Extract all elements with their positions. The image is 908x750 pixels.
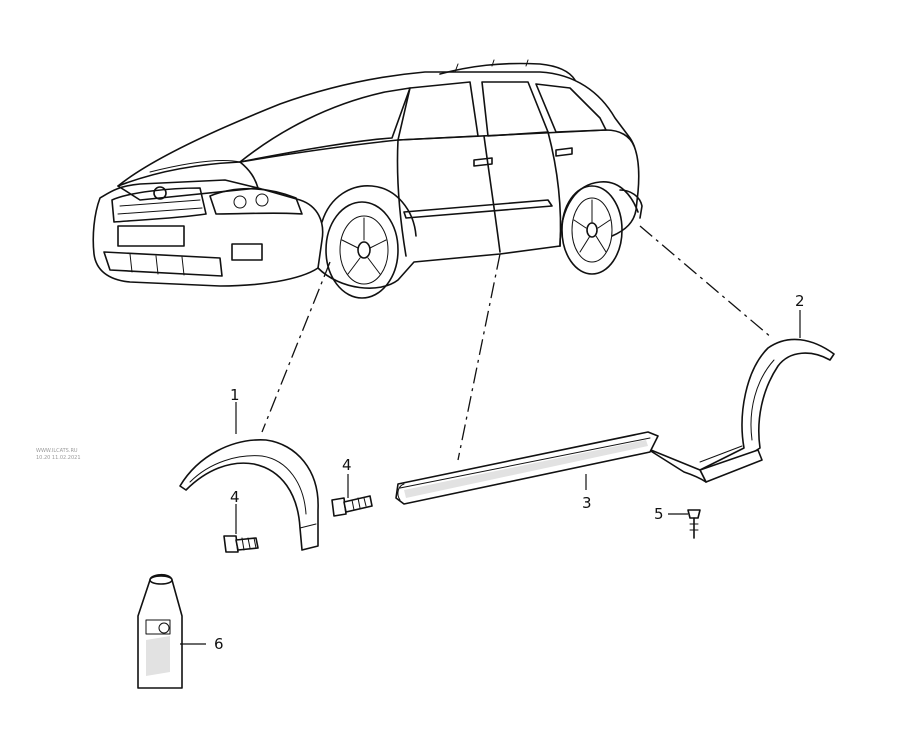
leader-arch-front bbox=[261, 261, 331, 433]
watermark-site: WWW.ILCATS.RU bbox=[36, 448, 78, 454]
callout-5: 5 bbox=[654, 505, 664, 523]
callout-6: 6 bbox=[214, 635, 224, 653]
sill-moulding bbox=[395, 431, 659, 505]
watermark-date: 10.20 11.02.2021 bbox=[36, 455, 81, 461]
callout-leaders bbox=[180, 310, 801, 645]
leader-sill bbox=[457, 253, 501, 461]
rear-wheel-arch-trim bbox=[645, 338, 835, 483]
watermark: WWW.ILCATS.RU 10.20 11.02.2021 bbox=[36, 448, 81, 461]
paint-pen bbox=[137, 573, 183, 689]
callout-4-sill: 4 bbox=[342, 456, 352, 474]
callout-3: 3 bbox=[582, 494, 592, 512]
callout-labels: 1 2 3 4 4 5 6 bbox=[214, 292, 805, 653]
leader-arch-rear bbox=[639, 225, 773, 339]
screw-sill bbox=[331, 495, 373, 517]
callout-2: 2 bbox=[795, 292, 805, 310]
front-wheel-arch-trim bbox=[179, 439, 319, 551]
clip bbox=[687, 509, 701, 539]
screw-arch bbox=[223, 535, 259, 553]
callout-1: 1 bbox=[230, 386, 240, 404]
assembly-lines bbox=[261, 225, 773, 461]
car-illustration bbox=[92, 59, 643, 299]
callout-4-arch: 4 bbox=[230, 488, 240, 506]
